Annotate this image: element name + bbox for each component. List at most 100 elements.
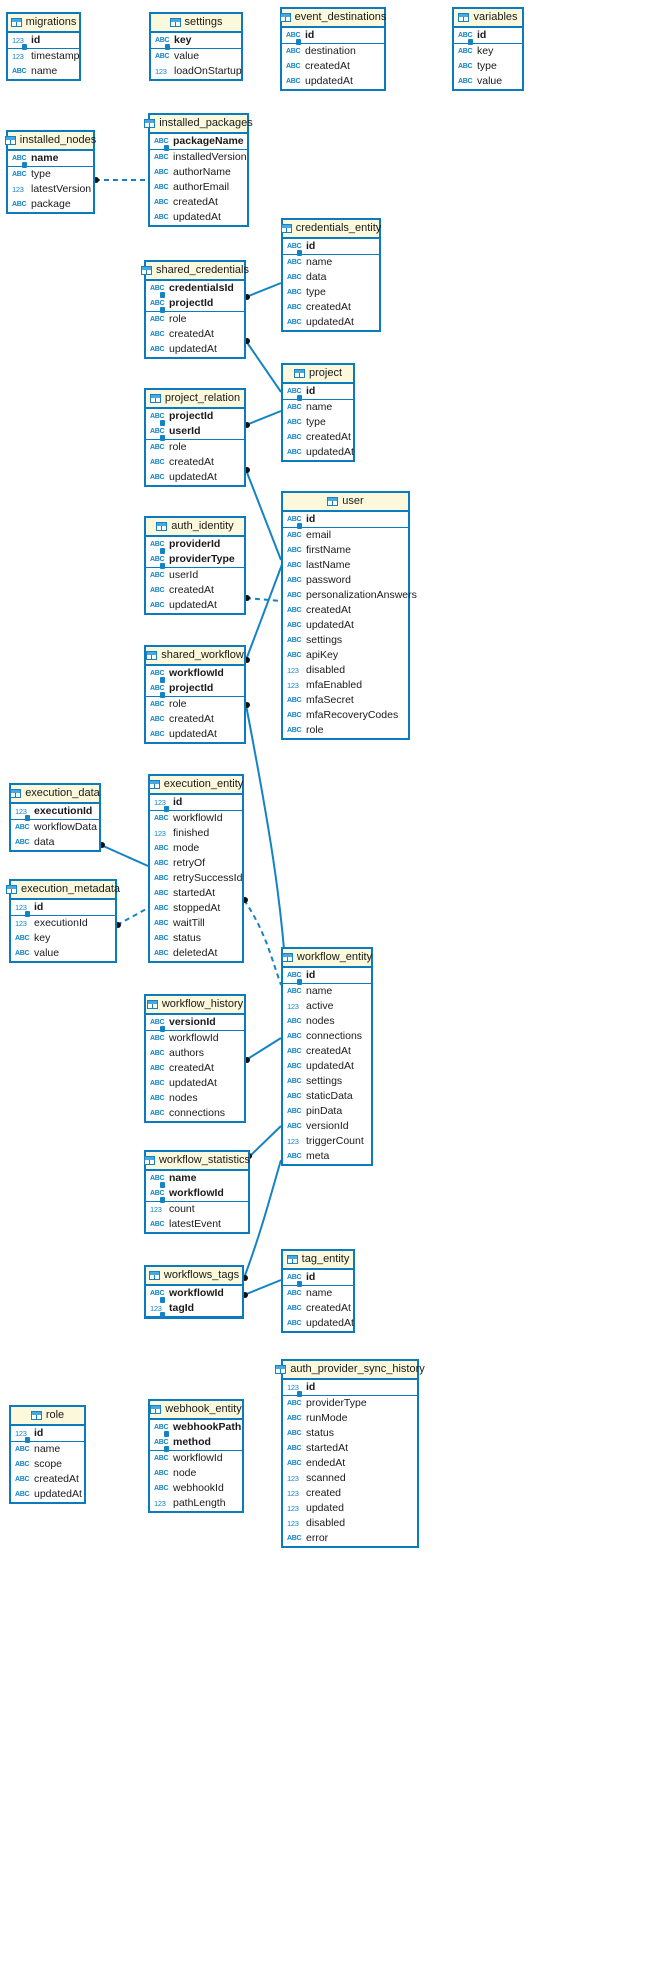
table-header[interactable]: workflow_entity [281, 949, 372, 968]
table-header[interactable]: migrations [8, 14, 79, 33]
table-header[interactable]: workflows_tags [146, 1267, 242, 1286]
table-header[interactable]: user [283, 493, 408, 512]
table-header[interactable]: workflow_statistics [143, 1152, 250, 1171]
table-header[interactable]: webhook_entity [150, 1401, 242, 1420]
table-header[interactable]: auth_identity [146, 518, 244, 537]
table-header[interactable]: tag_entity [283, 1251, 353, 1270]
table-header[interactable]: installed_nodes [4, 132, 96, 151]
table-header[interactable]: settings [151, 14, 241, 33]
table-header[interactable]: installed_packages [144, 115, 253, 134]
table-header[interactable]: execution_metadata [5, 881, 120, 900]
table-header[interactable]: auth_provider_sync_history [275, 1361, 425, 1380]
table-header[interactable]: variables [454, 9, 522, 28]
